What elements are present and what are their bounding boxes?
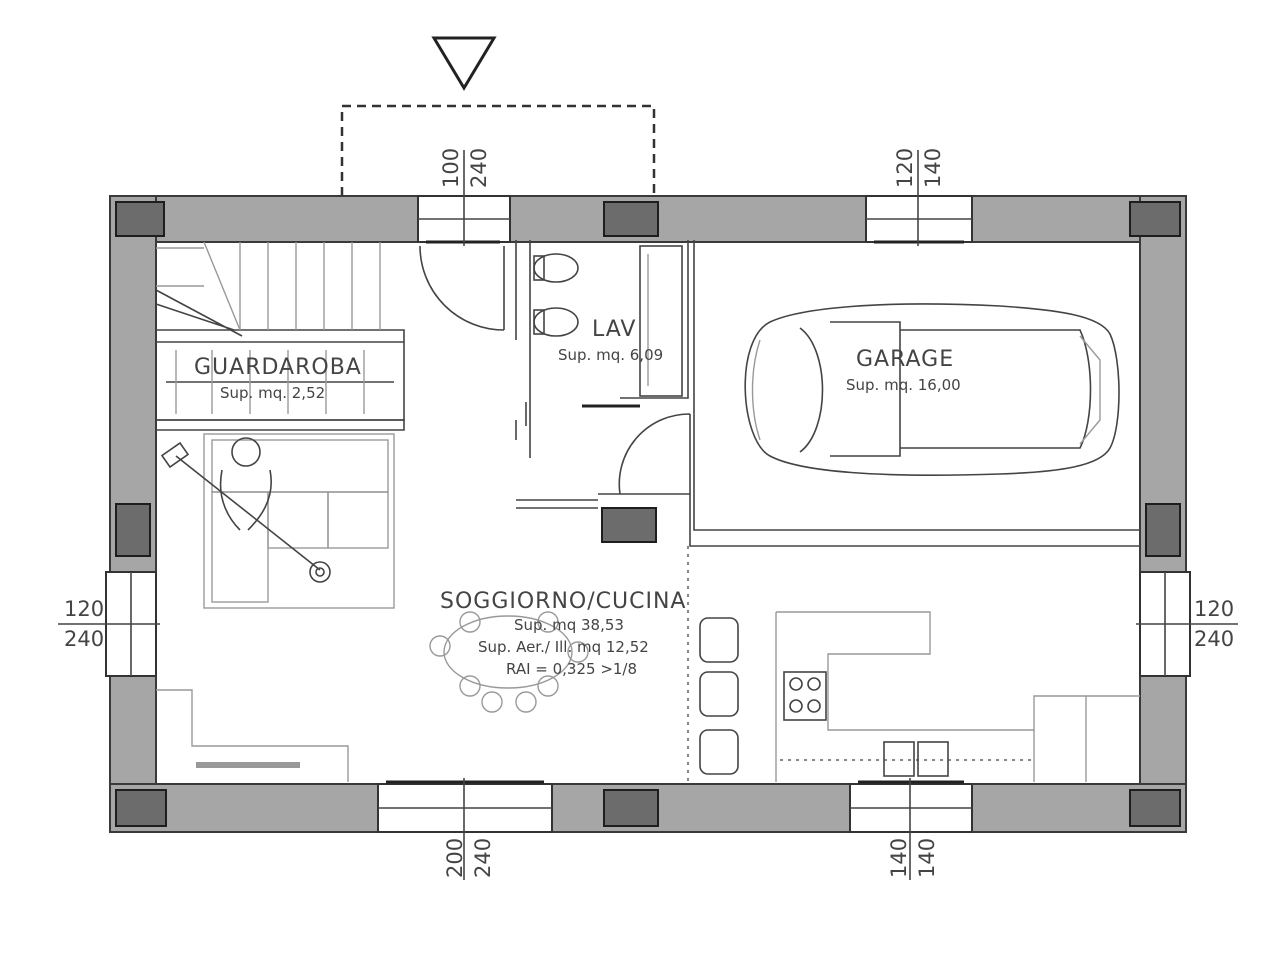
top-garage-height: 140 xyxy=(921,148,945,188)
structural-columns xyxy=(115,201,1181,827)
sink-icon xyxy=(883,741,949,777)
bottom-right-width: 140 xyxy=(887,838,911,878)
staircase xyxy=(155,241,381,337)
lav-name: LAV xyxy=(592,317,636,342)
right-window-height: 240 xyxy=(1194,627,1234,651)
sofa xyxy=(203,433,395,609)
soggiorno-area: Sup. mq 38,53 xyxy=(514,616,624,634)
garage-area: Sup. mq. 16,00 xyxy=(846,376,961,394)
garage-name: GARAGE xyxy=(856,347,954,372)
left-window-width: 120 xyxy=(64,597,104,621)
person-icon xyxy=(219,437,272,531)
lav-door-swing xyxy=(618,413,691,495)
floor-lamp-icon xyxy=(160,441,331,583)
cooktop-icon xyxy=(783,671,827,721)
soggiorno-name: SOGGIORNO/CUCINA xyxy=(440,589,686,614)
bottom-left-height: 240 xyxy=(471,838,495,878)
lav-fixtures xyxy=(533,245,683,397)
lav-area: Sup. mq. 6,09 xyxy=(558,346,663,364)
right-window-width: 120 xyxy=(1194,597,1234,621)
soggiorno-ratio: RAI = 0,325 >1/8 xyxy=(506,660,637,678)
entrance-canopy-outline xyxy=(340,104,656,196)
entrance-door-swing xyxy=(419,245,505,331)
top-entrance-width: 100 xyxy=(439,148,463,188)
dimension-lines xyxy=(58,150,1238,880)
wardrobe-rack xyxy=(166,350,394,414)
bottom-right-height: 140 xyxy=(915,838,939,878)
left-window-height: 240 xyxy=(64,627,104,651)
soggiorno-aero: Sup. Aer./ Ill. mq 12,52 xyxy=(478,638,649,656)
guardaroba-name: GUARDAROBA xyxy=(194,355,362,380)
kitchen-counter xyxy=(775,611,1140,782)
guardaroba-area: Sup. mq. 2,52 xyxy=(220,384,325,402)
entrance-arrow-icon xyxy=(431,36,497,91)
interior-walls xyxy=(156,240,1140,784)
dining-table xyxy=(429,611,589,713)
bottom-left-width: 200 xyxy=(443,838,467,878)
bar-stools xyxy=(699,617,739,775)
car-icon xyxy=(744,303,1120,476)
tv-cabinet xyxy=(156,689,349,782)
top-entrance-height: 240 xyxy=(467,148,491,188)
top-garage-width: 120 xyxy=(893,148,917,188)
